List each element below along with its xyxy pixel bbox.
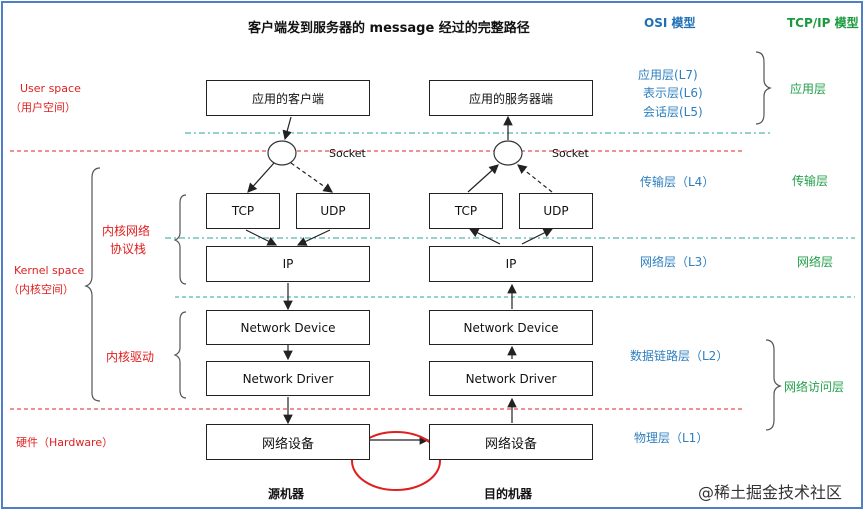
dest-network-driver-box: Network Driver [429,361,593,396]
source-app-box: 应用的客户端 [206,80,370,116]
brace-access-layer [765,339,782,431]
source-udp-text: UDP [320,204,346,218]
dest-udp-box: UDP [519,193,593,229]
brace-app-layer [755,51,772,125]
kernel-space-label: Kernel space [14,264,85,277]
arrow-src-app-socket [282,116,292,141]
dest-ip-text: IP [505,257,517,271]
dest-machine-caption: 目的机器 [484,487,533,501]
arrow-dst-ip-tcp [468,228,501,245]
arrow-dst-ip-udp [521,228,554,245]
arrow-src-udp-ip [296,229,331,246]
diagram-title: 客户端发到服务器的 message 经过的完整路径 [248,21,530,36]
arrow-src-tcp-ip [245,229,278,246]
dest-app-text: 应用的服务器端 [468,91,553,106]
osi-layer-l1: 物理层（L1） [634,431,709,445]
source-network-device-text: Network Device [240,320,336,335]
dest-ip-box: IP [429,246,593,282]
source-socket-label: Socket [329,147,366,160]
tcpip-model-header: TCP/IP 模型 [787,16,859,30]
dest-network-driver-text: Network Driver [465,371,557,386]
dest-network-device-box: Network Device [429,310,593,345]
brace-protocol-stack [173,194,187,285]
dest-tcp-text: TCP [454,204,478,218]
source-machine-caption: 源机器 [268,487,305,501]
dest-network-hardware-text: 网络设备 [484,436,537,452]
highlight-circle [351,431,441,491]
kernel-driver-label: 内核驱动 [106,350,155,364]
juejin-logo-text: @稀土掘金技术社区 [698,483,843,502]
socket-dest-circle [493,140,523,166]
osi-layer-l2: 数据链路层（L2） [630,349,729,363]
tcpip-layer-access: 网络访问层 [784,380,845,394]
socket-source-circle [267,140,297,166]
user-space-label: User space [20,82,81,95]
kernel-space-cn-label: （内核空间） [8,283,74,296]
osi-layer-l6: 表示层(L6) [643,86,703,100]
protocol-stack-label-line2: 协议栈 [110,242,147,256]
arrow-src-socket-tcp [247,162,275,193]
brace-driver [173,311,187,399]
user-space-cn-label: （用户空间） [10,101,76,114]
source-tcp-text: TCP [231,204,255,218]
arrow-dst-udp-socket [517,164,553,193]
source-ip-text: IP [282,257,294,271]
dest-network-device-text: Network Device [463,320,559,335]
osi-layer-l4: 传输层（L4） [640,175,715,189]
osi-layer-l5: 会话层(L5) [643,105,703,119]
source-udp-box: UDP [296,193,370,229]
dest-udp-text: UDP [543,204,569,218]
osi-layer-l3: 网络层（L3） [640,255,715,269]
tcpip-layer-app: 应用层 [790,82,827,96]
tcpip-layer-transport: 传输层 [792,174,829,188]
source-network-driver-box: Network Driver [206,361,370,396]
source-network-device-box: Network Device [206,310,370,345]
osi-layer-l7: 应用层(L7) [638,68,698,82]
dest-app-box: 应用的服务器端 [429,80,593,116]
dest-network-hardware-box: 网络设备 [429,424,593,460]
source-network-driver-text: Network Driver [242,371,334,386]
tcpip-layer-network: 网络层 [797,255,834,269]
source-ip-box: IP [206,246,370,282]
source-network-hardware-box: 网络设备 [206,424,370,460]
hardware-label: 硬件（Hardware） [16,436,114,449]
source-app-text: 应用的客户端 [251,91,324,106]
protocol-stack-label-line1: 内核网络 [102,224,151,238]
dest-socket-label: Socket [552,147,589,160]
osi-model-header: OSI 模型 [644,16,696,30]
source-network-hardware-text: 网络设备 [261,436,314,452]
brace-kernel-space [84,167,101,402]
arrow-src-socket-udp [290,162,333,193]
arrow-dst-tcp-socket [467,164,499,193]
source-tcp-box: TCP [206,193,280,229]
dest-tcp-box: TCP [429,193,503,229]
